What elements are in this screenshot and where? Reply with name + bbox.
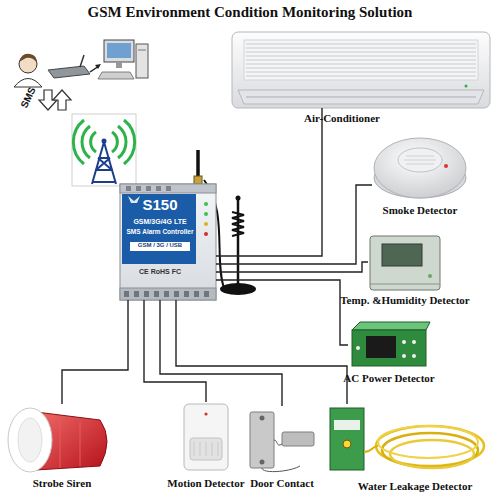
wire-connector [216, 280, 348, 345]
strobe-siren-art [8, 408, 107, 472]
device-label: AC Power Detector [334, 372, 444, 385]
device-label: Temp. &Humidity Detector [324, 294, 486, 307]
device-marking: S150 [122, 196, 198, 213]
user-computer-art [14, 40, 148, 87]
diagram-title: GSM Environment Condition Monitoring Sol… [0, 4, 500, 21]
device-node: AC Power Detector [348, 322, 430, 368]
device-node: Water Leakage Detector [326, 404, 490, 474]
controller-box: S150GSM/3G/4G LTE SMS Alarm ControllerGSM… [120, 184, 216, 300]
wire-connector [160, 300, 282, 406]
device-node: Air-Conditioner [232, 32, 490, 108]
ac-power-art [352, 322, 430, 366]
wire-connector [176, 300, 347, 404]
water-leakage-art [330, 408, 484, 470]
device-node: Temp. &Humidity Detector [368, 234, 442, 292]
device-label: Smoke Detector [360, 204, 480, 217]
door-contact-art [250, 412, 314, 472]
device-label: Water Leakage Detector [340, 480, 490, 493]
device-node: Strobe Siren [8, 404, 116, 474]
sms-arrows [39, 90, 71, 110]
device-label: Motion Detector [156, 477, 256, 490]
device-marking: GSM/3G/4G LTE [122, 218, 198, 226]
wire-connector [216, 108, 322, 256]
device-label: Air-Conditioner [272, 112, 412, 125]
motion-detector-art [184, 404, 228, 470]
device-marking: CE RoHS FC [122, 268, 198, 276]
temp-humidity-art [370, 236, 440, 290]
device-marking: GSM / 3G / USB [130, 242, 190, 249]
device-label: Strobe Siren [2, 477, 122, 490]
wire-connector [216, 185, 372, 264]
wire-connector [144, 300, 206, 402]
air-conditioner-art [232, 32, 490, 108]
controller-art [120, 150, 256, 300]
gsm-tower-art [72, 114, 136, 186]
device-node: Door Contact [246, 406, 318, 470]
device-marking: SMS Alarm Controller [122, 228, 198, 235]
device-node: Smoke Detector [372, 132, 468, 200]
wire-connector [216, 262, 368, 272]
device-node: Motion Detector [180, 402, 232, 472]
smoke-detector-art [374, 138, 466, 198]
device-label: Door Contact [236, 477, 328, 490]
wire-connector [62, 300, 128, 404]
